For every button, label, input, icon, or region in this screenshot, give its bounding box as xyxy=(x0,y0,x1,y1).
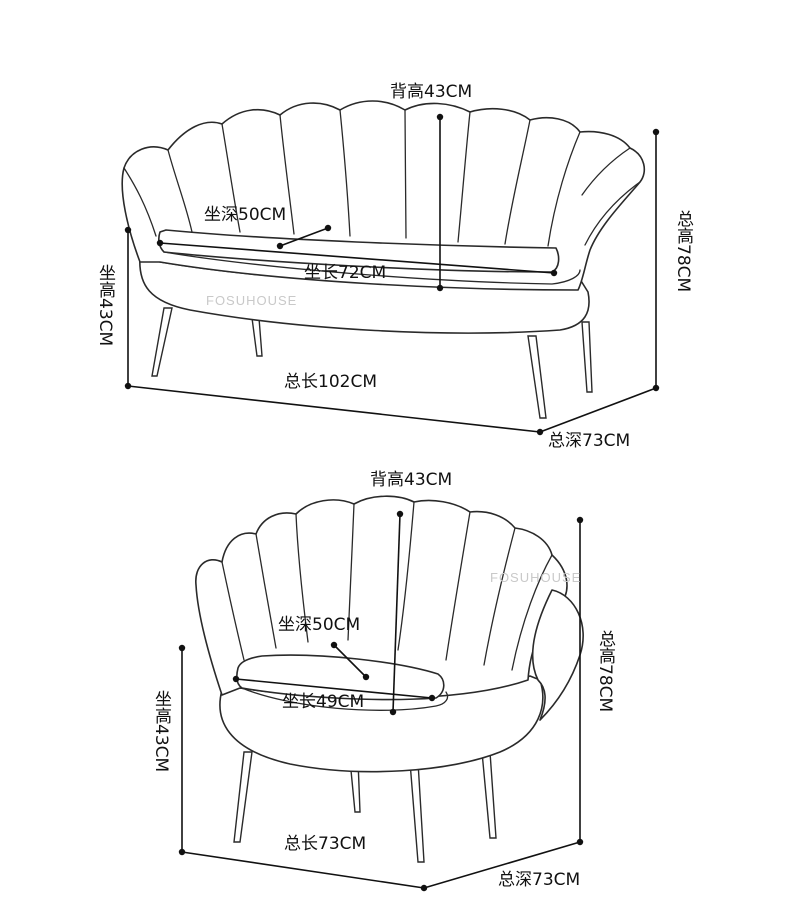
chair-drawing xyxy=(195,495,584,863)
chair-seat-length-label: 坐长49CM xyxy=(282,692,365,712)
sofa-back-height-label: 背高43CM xyxy=(390,82,473,102)
sofa-channels xyxy=(167,109,631,247)
sofa-drawing xyxy=(121,100,646,419)
sofa-seat-height-label: 坐高43CM xyxy=(95,264,115,347)
chair-back-height-label: 背高43CM xyxy=(370,470,453,490)
chair-watermark: FOSUHOUSE xyxy=(490,570,582,585)
chair-total-depth-label: 总深73CM xyxy=(498,870,581,890)
sofa-seat-depth-label: 坐深50CM xyxy=(204,205,287,225)
chair-legs xyxy=(233,751,497,863)
chair-seat-height-label: 坐高43CM xyxy=(151,690,171,773)
sofa-dimension-lines xyxy=(124,113,660,436)
chair-total-height-label: 总高78CM xyxy=(595,630,615,713)
chair-channels xyxy=(221,501,553,671)
chair-dimension-lines xyxy=(178,510,584,892)
sofa-seat-length-label: 坐长72CM xyxy=(304,263,387,283)
sofa-total-height-label: 总高78CM xyxy=(673,210,693,293)
chair-total-length-label: 总长73CM xyxy=(284,834,367,854)
sofa-total-depth-label: 总深73CM xyxy=(548,431,631,451)
sofa-legs xyxy=(151,307,593,419)
sofa-watermark: FOSUHOUSE xyxy=(206,293,298,308)
chair-seat-depth-label: 坐深50CM xyxy=(278,615,361,635)
sofa-total-length-label: 总长102CM xyxy=(284,372,377,392)
chair-right-arm xyxy=(532,589,584,721)
